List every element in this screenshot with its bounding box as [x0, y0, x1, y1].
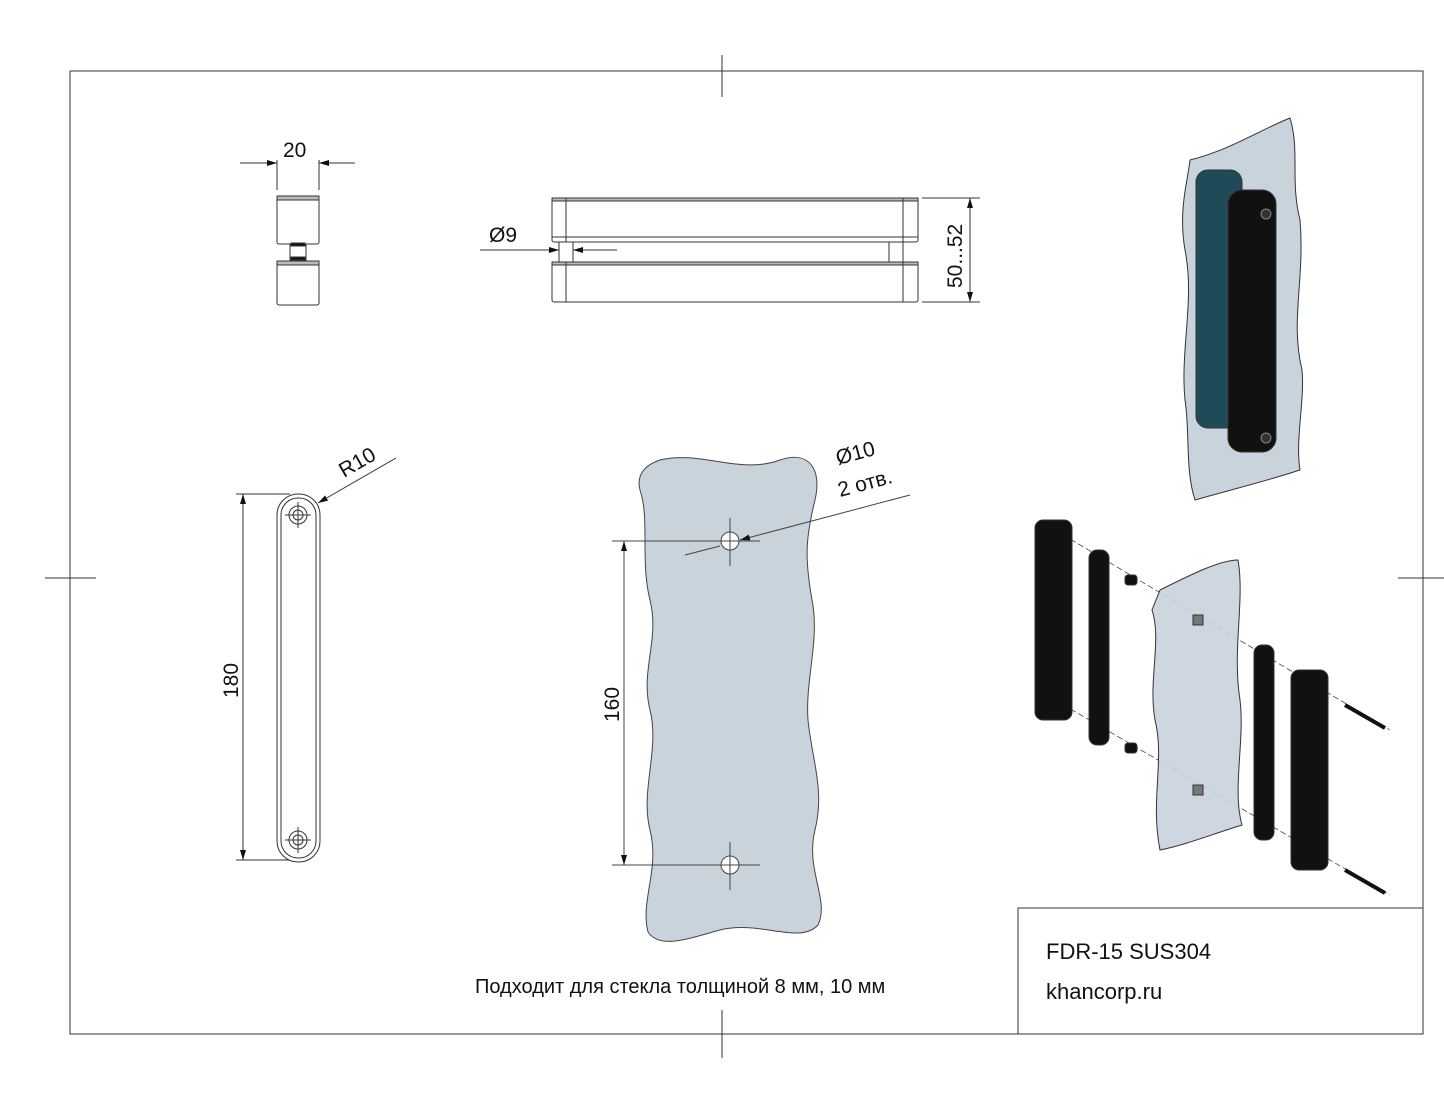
- glass-hole-diameter-label: Ø10: [833, 437, 877, 469]
- glass-hole-count-label: 2 отв.: [835, 465, 894, 502]
- title-block: [1017, 907, 1424, 1035]
- model-name: FDR-15 SUS304: [1046, 939, 1211, 964]
- front-view-handle: [236, 457, 397, 863]
- length-dimension-label: 180: [220, 663, 243, 698]
- height-range-label: 50...52: [944, 224, 967, 288]
- width-dimension-label: 20: [283, 139, 306, 162]
- isometric-exploded-view: [1034, 519, 1391, 896]
- glass-thickness-note: Подходит для стекла толщиной 8 мм, 10 мм: [475, 976, 885, 998]
- hole-spacing-label: 160: [601, 687, 624, 722]
- radius-label: R10: [335, 443, 380, 482]
- top-view: [480, 197, 980, 303]
- glass-panel-view: [612, 456, 911, 942]
- drawing-frame: [69, 70, 1424, 1035]
- website: khancorp.ru: [1046, 979, 1162, 1004]
- standoff-diameter-label: Ø9: [489, 224, 517, 247]
- center-marks: [45, 55, 1444, 1058]
- isometric-assembled-view: [1182, 117, 1304, 501]
- side-view: [240, 160, 355, 306]
